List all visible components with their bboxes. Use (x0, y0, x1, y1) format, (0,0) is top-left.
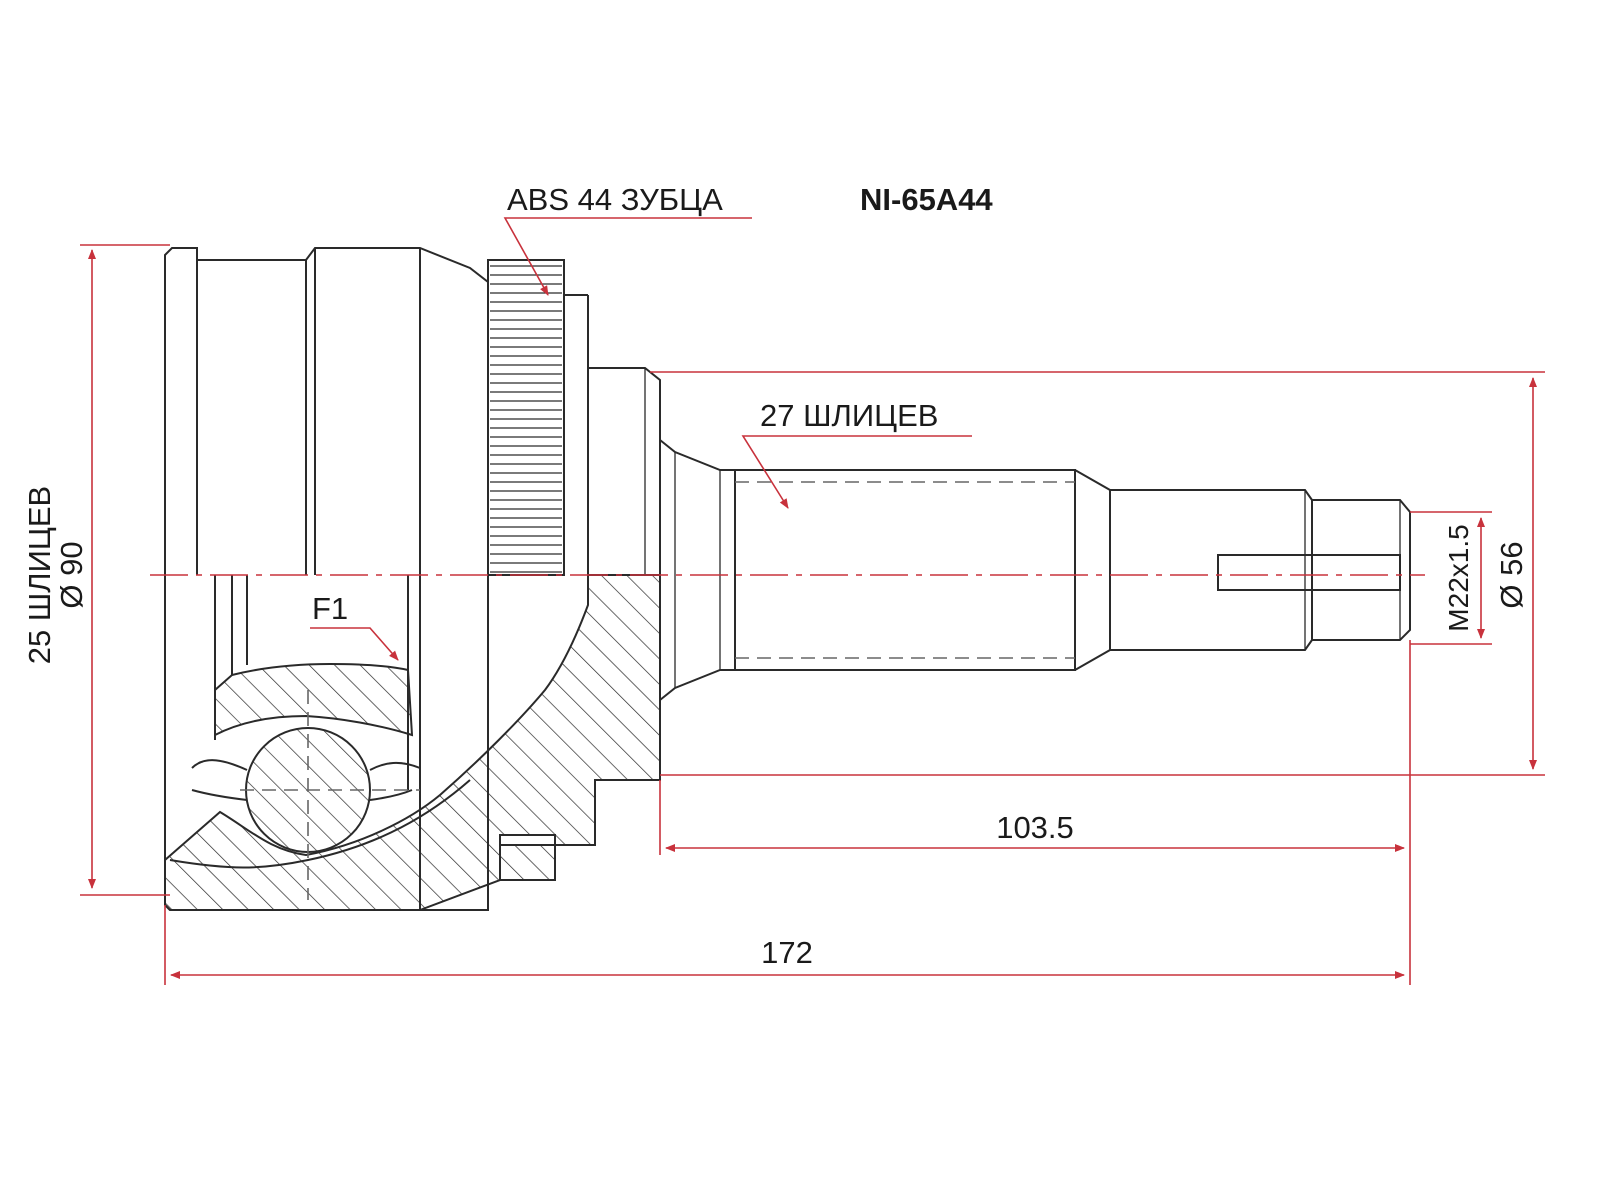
keyway-block (499, 844, 556, 881)
cage-arm (369, 789, 413, 801)
stem-neck (659, 439, 736, 575)
spline-taper (1074, 469, 1111, 671)
part-number: NI-65A44 (860, 182, 993, 217)
housing-section (164, 574, 661, 911)
label-overall-length: 172 (761, 935, 813, 970)
cage-arm (191, 759, 248, 771)
leader-seal (310, 627, 399, 661)
leader-outer-splines (741, 435, 972, 509)
label-shaft-length: 103.5 (996, 810, 1074, 845)
dimension-lines (80, 244, 1545, 985)
label-inner-splines: 25 ШЛИЦЕВ (22, 486, 57, 664)
cotter-slot (1217, 554, 1401, 591)
cage-section (214, 662, 414, 737)
label-diameter-56: Ø 56 (1494, 541, 1529, 608)
abs-teeth (490, 265, 562, 573)
abs-ring (487, 259, 589, 576)
leader-abs (503, 217, 752, 296)
abs-ring-body (487, 259, 565, 576)
label-outer-splines: 27 ШЛИЦЕВ (760, 398, 938, 433)
label-abs-ring: ABS 44 ЗУБЦА (507, 182, 723, 217)
stem-neck-lower (659, 575, 736, 701)
leader-lines (310, 217, 972, 661)
spline-section (734, 469, 1076, 671)
cage-arm (369, 762, 421, 771)
cage-arm (191, 789, 248, 801)
label-diameter-90: Ø 90 (54, 541, 89, 608)
joint-housing (164, 247, 661, 911)
label-thread: M22x1.5 (1443, 524, 1474, 631)
stem-collar (588, 367, 661, 575)
label-seal: F1 (312, 591, 348, 626)
outer-race-curve (169, 779, 471, 869)
shaft-tip (1312, 499, 1411, 641)
thread-section (1110, 489, 1313, 651)
stem-shaft (588, 367, 1411, 780)
